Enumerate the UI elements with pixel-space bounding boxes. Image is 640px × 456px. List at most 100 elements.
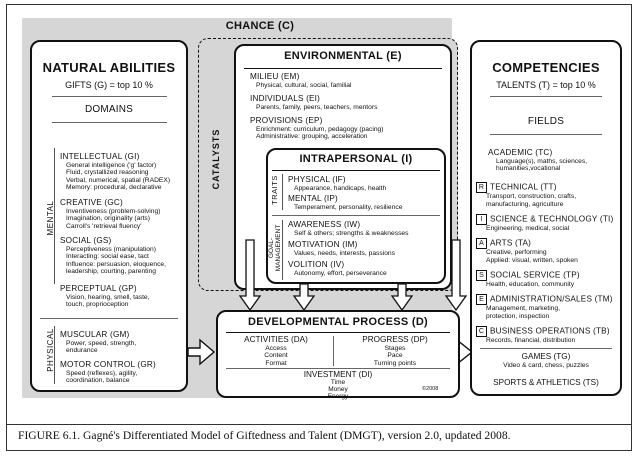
- competencies-rule-3: [480, 348, 612, 349]
- dev-divider-horizontal: [226, 368, 450, 369]
- field-name: TECHNICAL (TT): [490, 182, 557, 192]
- catalyst-arrow-left: [238, 239, 262, 312]
- natural-abilities-title: NATURAL ABILITIES: [42, 60, 176, 75]
- dev-name: INVESTMENT (DI): [303, 370, 373, 379]
- field-detail: Health, education, community: [486, 281, 575, 288]
- goal-motivation: MOTIVATION (IM) Values, needs, interests…: [288, 240, 395, 257]
- environmental-title: ENVIRONMENTAL (E): [284, 50, 402, 62]
- field-detail: Management, marketing,: [486, 305, 560, 312]
- field-name: GAMES (TG): [521, 352, 571, 361]
- env-provisions: PROVISIONS (EP) Enrichment: curriculum, …: [250, 116, 384, 141]
- goal-awareness: AWARENESS (IW) Self & others; strengths …: [288, 220, 409, 237]
- dev-name: PROGRESS (DP): [362, 335, 428, 344]
- goal-name: MOTIVATION (IM): [288, 240, 358, 249]
- gift-detail: General intelligence ('g' factor): [66, 161, 157, 169]
- catalyst-arrow-far-right: [444, 239, 468, 312]
- gift-name: INTELLECTUAL (GI): [60, 152, 140, 161]
- competencies-rule-1: [490, 96, 602, 97]
- dev-detail: Pace: [387, 352, 403, 359]
- gift-name: CREATIVE (GC): [60, 198, 123, 207]
- natural-abilities-box: [30, 40, 188, 392]
- gift-intellectual: INTELLECTUAL (GI) General intelligence (…: [60, 152, 170, 192]
- gift-detail: Interacting: social ease, tact: [66, 253, 149, 261]
- field-detail: Applied: visual, written, spoken: [486, 256, 578, 264]
- developmental-box: [216, 310, 460, 398]
- field-detail: manufacturing, agriculture: [486, 200, 564, 208]
- field-academic: ACADEMIC (TC) Language(s), maths, scienc…: [476, 148, 587, 173]
- gift-detail: endurance: [66, 347, 98, 355]
- gift-perceptual: PERCEPTUAL (GP) Vision, hearing, smell, …: [60, 284, 150, 309]
- dev-detail: Access: [265, 344, 287, 352]
- gift-social: SOCIAL (GS) Perceptiveness (manipulation…: [60, 236, 166, 276]
- env-detail: Enrichment: curriculum, pedagogy (pacing…: [256, 125, 384, 133]
- riasec-letter: E: [476, 294, 487, 305]
- gift-name: SOCIAL (GS): [60, 236, 112, 245]
- field-name: ADMINISTRATION/SALES (TM): [490, 294, 613, 304]
- goal-bracket: [282, 220, 283, 280]
- env-name: INDIVIDUALS (EI): [250, 94, 321, 103]
- main-arrow: [187, 338, 216, 366]
- gift-detail: Verbal, numerical, spatial (RADEX): [66, 176, 171, 184]
- dev-detail: Money: [328, 386, 348, 393]
- gift-motor-control: MOTOR CONTROL (GR) Speed (reflexes), agi…: [60, 360, 156, 385]
- gift-detail: Memory: procedural, declarative: [66, 184, 162, 192]
- dev-detail: Energy: [327, 393, 349, 400]
- goal-detail: Self & others; strengths & weaknesses: [294, 229, 409, 237]
- gift-detail: Perceptiveness (manipulation): [66, 245, 156, 253]
- dev-activities: ACTIVITIES (DA) Access Content Format: [226, 335, 326, 367]
- trait-physical: PHYSICAL (IF) Appearance, handicaps, hea…: [288, 175, 386, 192]
- fields-header: FIELDS: [527, 116, 565, 127]
- riasec-letter: I: [476, 214, 487, 225]
- env-detail: Physical, cultural, social, familial: [256, 81, 352, 89]
- natural-rule-1: [52, 96, 167, 97]
- physical-bracket: [54, 326, 55, 384]
- developmental-title: DEVELOPMENTAL PROCESS (D): [247, 316, 429, 328]
- intrapersonal-title: INTRAPERSONAL (I): [299, 153, 413, 165]
- field-name: ACADEMIC (TC): [488, 148, 553, 157]
- catalyst-arrow-right: [390, 283, 414, 312]
- dev-progress: PROGRESS (DP) Stages Pace Turning points: [340, 335, 450, 367]
- trait-detail: Temperament, personality, resilience: [294, 203, 403, 211]
- gift-detail: touch, proprioception: [66, 301, 129, 309]
- field-detail: Engineering, medical, social: [486, 225, 570, 232]
- gifts-subtitle: GIFTS (G) = top 10 %: [65, 80, 153, 90]
- gift-detail: Carroll's 'retrieval fluency': [66, 222, 142, 230]
- traits-bracket: [282, 174, 283, 210]
- gift-name: PERCEPTUAL (GP): [60, 284, 137, 293]
- competencies-box: [470, 40, 622, 396]
- gift-detail: Imagination, originality (arts): [66, 215, 150, 223]
- traits-goal-divider: [272, 215, 440, 216]
- goal-name: AWARENESS (IW): [288, 220, 361, 229]
- natural-rule-3: [40, 318, 178, 319]
- catalyst-arrow-mid: [292, 283, 316, 312]
- mental-bracket: [54, 148, 55, 284]
- field-name: SCIENCE & TECHNOLOGY (TI): [490, 214, 614, 224]
- gift-detail: coordination, balance: [66, 377, 130, 385]
- field-detail: Creative, performing: [486, 249, 547, 256]
- field-name: SOCIAL SERVICE (TP): [490, 270, 580, 280]
- gift-detail: Speed (reflexes), agility,: [66, 369, 138, 377]
- copyright-mark: ©2008: [422, 386, 439, 392]
- riasec-letter: R: [476, 182, 487, 193]
- domains-header: DOMAINS: [84, 104, 134, 115]
- env-detail: Administrative: grouping, acceleration: [256, 133, 368, 141]
- intrapersonal-rule: [272, 170, 440, 171]
- gift-name: MUSCULAR (GM): [60, 330, 130, 339]
- dev-detail: Time: [330, 379, 346, 386]
- field-name: ARTS (TA): [490, 238, 532, 248]
- competencies-rule-2: [490, 134, 602, 135]
- riasec-letter: S: [476, 270, 487, 281]
- dev-name: ACTIVITIES (DA): [244, 335, 308, 344]
- field-detail: Video & card, chess, puzzles: [503, 361, 589, 369]
- competencies-title: COMPETENCIES: [492, 60, 600, 75]
- gift-detail: leadership, courting, parenting: [66, 268, 156, 276]
- dev-detail: Turning points: [373, 359, 417, 367]
- trait-detail: Appearance, handicaps, health: [294, 184, 387, 192]
- figure-caption-rule: [6, 424, 632, 425]
- dev-detail: Format: [265, 359, 287, 367]
